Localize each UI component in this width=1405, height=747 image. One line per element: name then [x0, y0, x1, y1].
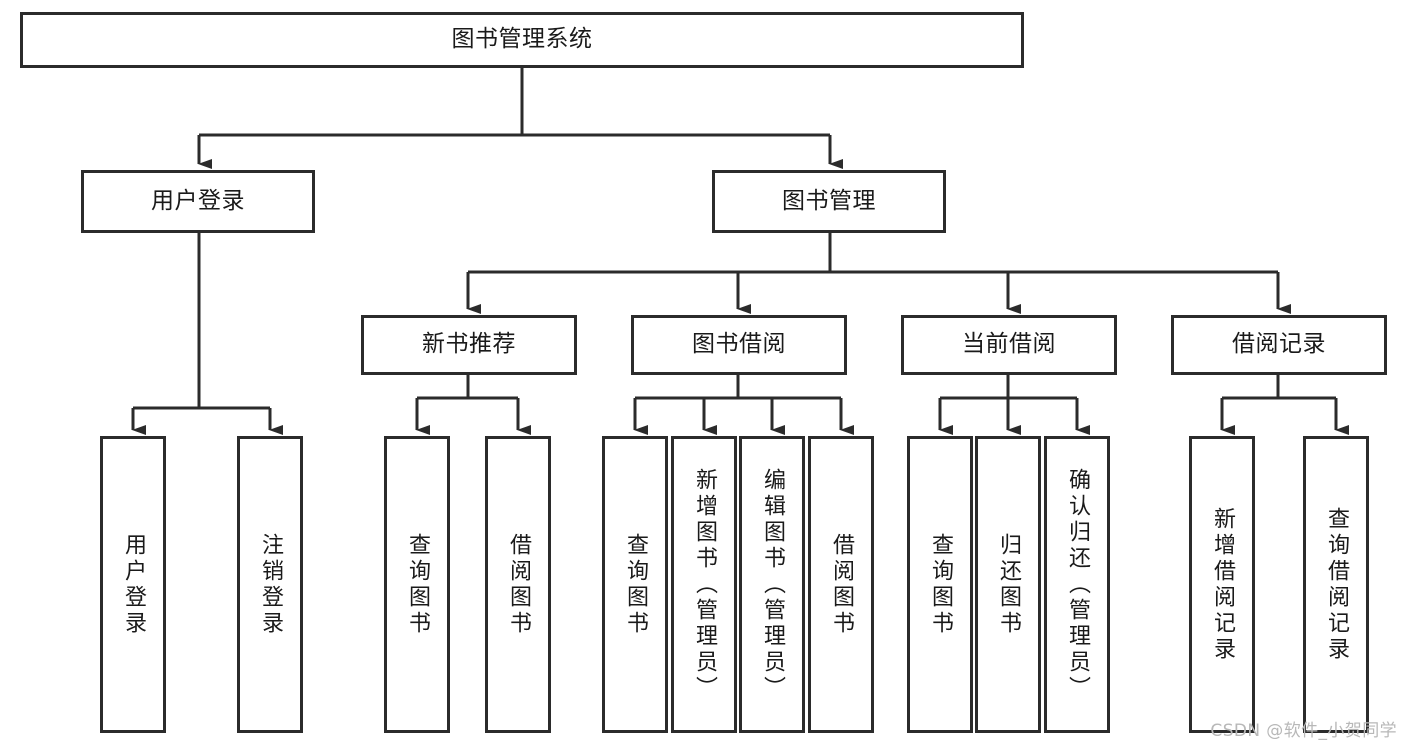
node-user-login-label: 用户登录	[151, 187, 245, 214]
leaf-user-login[interactable]: 用户登录	[100, 436, 166, 733]
node-root-system-label: 图书管理系统	[451, 26, 593, 53]
node-current-borrow[interactable]: 当前借阅	[901, 315, 1117, 375]
leaf-cb-return-book-label: 归还图书	[996, 532, 1021, 637]
leaf-cb-query-book-label: 查询图书	[928, 532, 953, 637]
leaf-br-query-record-label: 查询借阅记录	[1324, 506, 1349, 663]
node-new-book-recommend-label: 新书推荐	[422, 331, 516, 358]
node-root-system[interactable]: 图书管理系统	[20, 12, 1024, 68]
leaf-br-query-record[interactable]: 查询借阅记录	[1303, 436, 1369, 733]
leaf-nb-borrow-book-label: 借阅图书	[506, 532, 531, 637]
node-book-borrow-label: 图书借阅	[692, 331, 786, 358]
leaf-nb-query-book-label: 查询图书	[405, 532, 430, 637]
leaf-bb-edit-book[interactable]: 编辑图书（管理员）	[739, 436, 805, 733]
leaf-logout-label: 注销登录	[258, 532, 283, 637]
leaf-bb-add-book[interactable]: 新增图书（管理员）	[671, 436, 737, 733]
node-current-borrow-label: 当前借阅	[962, 331, 1056, 358]
leaf-cb-query-book[interactable]: 查询图书	[907, 436, 973, 733]
node-new-book-recommend[interactable]: 新书推荐	[361, 315, 577, 375]
leaf-br-add-record-label: 新增借阅记录	[1210, 506, 1235, 663]
leaf-logout[interactable]: 注销登录	[237, 436, 303, 733]
leaf-bb-edit-book-label: 编辑图书（管理员）	[760, 467, 785, 702]
leaf-nb-borrow-book[interactable]: 借阅图书	[485, 436, 551, 733]
leaf-br-add-record[interactable]: 新增借阅记录	[1189, 436, 1255, 733]
node-borrow-record[interactable]: 借阅记录	[1171, 315, 1387, 375]
leaf-bb-query-book-label: 查询图书	[623, 532, 648, 637]
node-book-management[interactable]: 图书管理	[712, 170, 946, 233]
leaf-bb-borrow-book-label: 借阅图书	[829, 532, 854, 637]
leaf-bb-add-book-label: 新增图书（管理员）	[692, 467, 717, 702]
leaf-cb-confirm-return[interactable]: 确认归还（管理员）	[1044, 436, 1110, 733]
leaf-user-login-label: 用户登录	[121, 532, 146, 637]
leaf-cb-confirm-return-label: 确认归还（管理员）	[1065, 467, 1090, 702]
node-user-login[interactable]: 用户登录	[81, 170, 315, 233]
leaf-bb-query-book[interactable]: 查询图书	[602, 436, 668, 733]
leaf-nb-query-book[interactable]: 查询图书	[384, 436, 450, 733]
node-borrow-record-label: 借阅记录	[1232, 331, 1326, 358]
leaf-cb-return-book[interactable]: 归还图书	[975, 436, 1041, 733]
leaf-bb-borrow-book[interactable]: 借阅图书	[808, 436, 874, 733]
node-book-borrow[interactable]: 图书借阅	[631, 315, 847, 375]
node-book-management-label: 图书管理	[782, 187, 876, 214]
